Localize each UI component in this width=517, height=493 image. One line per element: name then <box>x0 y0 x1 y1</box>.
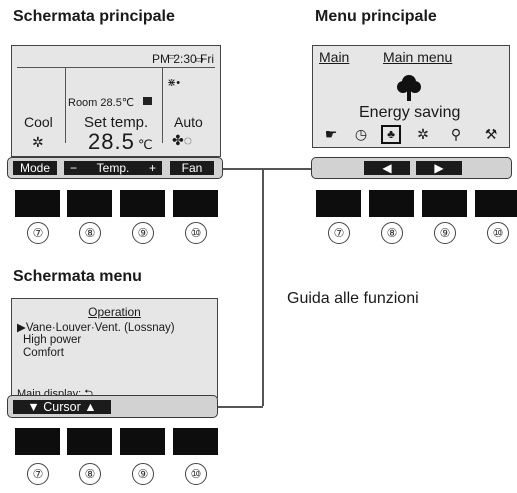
button-number-8: ⑧ <box>377 222 407 244</box>
gear-icon: ✲ <box>417 126 429 142</box>
heading-main-menu: Menu principale <box>315 8 437 25</box>
button-number-10: ⑩ <box>483 222 513 244</box>
button-number-10: ⑩ <box>181 463 211 485</box>
heading-main-screen: Schermata principale <box>13 8 175 25</box>
tree-icon <box>397 75 421 101</box>
cursor-left: ◀ <box>364 161 410 175</box>
ventilation-icon: ▭ <box>195 54 204 64</box>
vane-icon: ⋇• <box>167 77 181 89</box>
function-button-f3[interactable] <box>120 428 165 455</box>
button-number-8: ⑧ <box>75 463 105 485</box>
room-temperature: Room 28.5℃ <box>68 97 135 109</box>
tree-icon-selected: ♣ <box>381 125 401 144</box>
temp-unit: ℃ <box>138 137 153 152</box>
button-number-7: ⑦ <box>324 222 354 244</box>
function-button-f4[interactable] <box>173 428 218 455</box>
set-temp-value: 28.5 <box>88 129 135 154</box>
menu-option: High power <box>23 334 82 346</box>
tools-icon: ⚒ <box>484 126 498 142</box>
function-button-f1[interactable] <box>15 428 60 455</box>
set-temp-label: Set temp. <box>84 114 149 131</box>
hand-icon: ☛ <box>324 126 338 142</box>
cursor-up-down: ▼ Cursor ▲ <box>13 400 111 414</box>
temp-up-icon: + <box>148 161 156 175</box>
function-button-f2[interactable] <box>67 428 112 455</box>
menu-screen-title: Operation <box>88 305 141 319</box>
function-button-f1[interactable] <box>15 190 60 217</box>
tab-main: Main <box>319 49 350 65</box>
button-number-7: ⑦ <box>23 463 53 485</box>
menu-option-selected: ▶Vane·Louver·Vent. (Lossnay) <box>17 322 175 334</box>
function-bar-main-screen: Mode − Temp. + Fan <box>7 157 223 179</box>
cool-icon: ✲ <box>32 134 44 150</box>
function-button-f4[interactable] <box>173 190 218 217</box>
button-number-9: ⑨ <box>430 222 460 244</box>
cursor-right: ▶ <box>416 161 462 175</box>
menu-screen-display: Operation ▶Vane·Louver·Vent. (Lossnay) H… <box>11 298 218 400</box>
function-bar-main-menu: ◀ ▶ <box>311 157 512 179</box>
function-fan: Fan <box>170 161 214 175</box>
divider <box>17 67 215 68</box>
temp-down-icon: − <box>70 161 78 175</box>
sensor-icon <box>143 97 152 105</box>
button-number-10: ⑩ <box>181 222 211 244</box>
function-guide-label: Guida alle funzioni <box>287 290 419 307</box>
fan-value: Auto <box>174 114 203 130</box>
filter-icon: ▭ <box>167 51 176 61</box>
button-number-9: ⑨ <box>128 222 158 244</box>
function-button-f4[interactable] <box>475 190 517 217</box>
divider <box>162 68 163 143</box>
clock-icon: ◷ <box>354 126 368 142</box>
fan-icon: ✤◌ <box>172 132 193 148</box>
wrench-icon: ⚲ <box>450 126 462 142</box>
menu-item-label: Energy saving <box>359 104 461 121</box>
button-number-7: ⑦ <box>23 222 53 244</box>
clock-readout: PM 2:30 Fri <box>151 52 214 66</box>
menu-title: Main menu <box>383 49 453 65</box>
function-temp: − Temp. + <box>64 161 162 175</box>
function-bar-menu-screen: ▼ Cursor ▲ <box>7 395 218 418</box>
divider <box>65 68 66 143</box>
main-menu-display: Main Main menu Energy saving ☛ ◷ ♣ ✲ ⚲ ⚒ <box>312 45 510 148</box>
connector-line <box>218 406 263 408</box>
function-button-f3[interactable] <box>422 190 467 217</box>
connector-line <box>220 168 312 170</box>
button-number-8: ⑧ <box>75 222 105 244</box>
heading-menu-screen: Schermata menu <box>13 268 142 285</box>
function-temp-label: Temp. <box>96 161 130 175</box>
menu-option: Comfort <box>23 347 64 359</box>
function-button-f2[interactable] <box>369 190 414 217</box>
mode-value: Cool <box>24 114 53 130</box>
connector-line <box>262 168 264 406</box>
button-number-9: ⑨ <box>128 463 158 485</box>
main-screen-display: PM 2:30 Fri ▭ ▭ ⋇• Room 28.5℃ Cool ✲ Set… <box>11 45 221 157</box>
function-button-f3[interactable] <box>120 190 165 217</box>
function-button-f2[interactable] <box>67 190 112 217</box>
function-button-f1[interactable] <box>316 190 361 217</box>
function-mode: Mode <box>13 161 57 175</box>
